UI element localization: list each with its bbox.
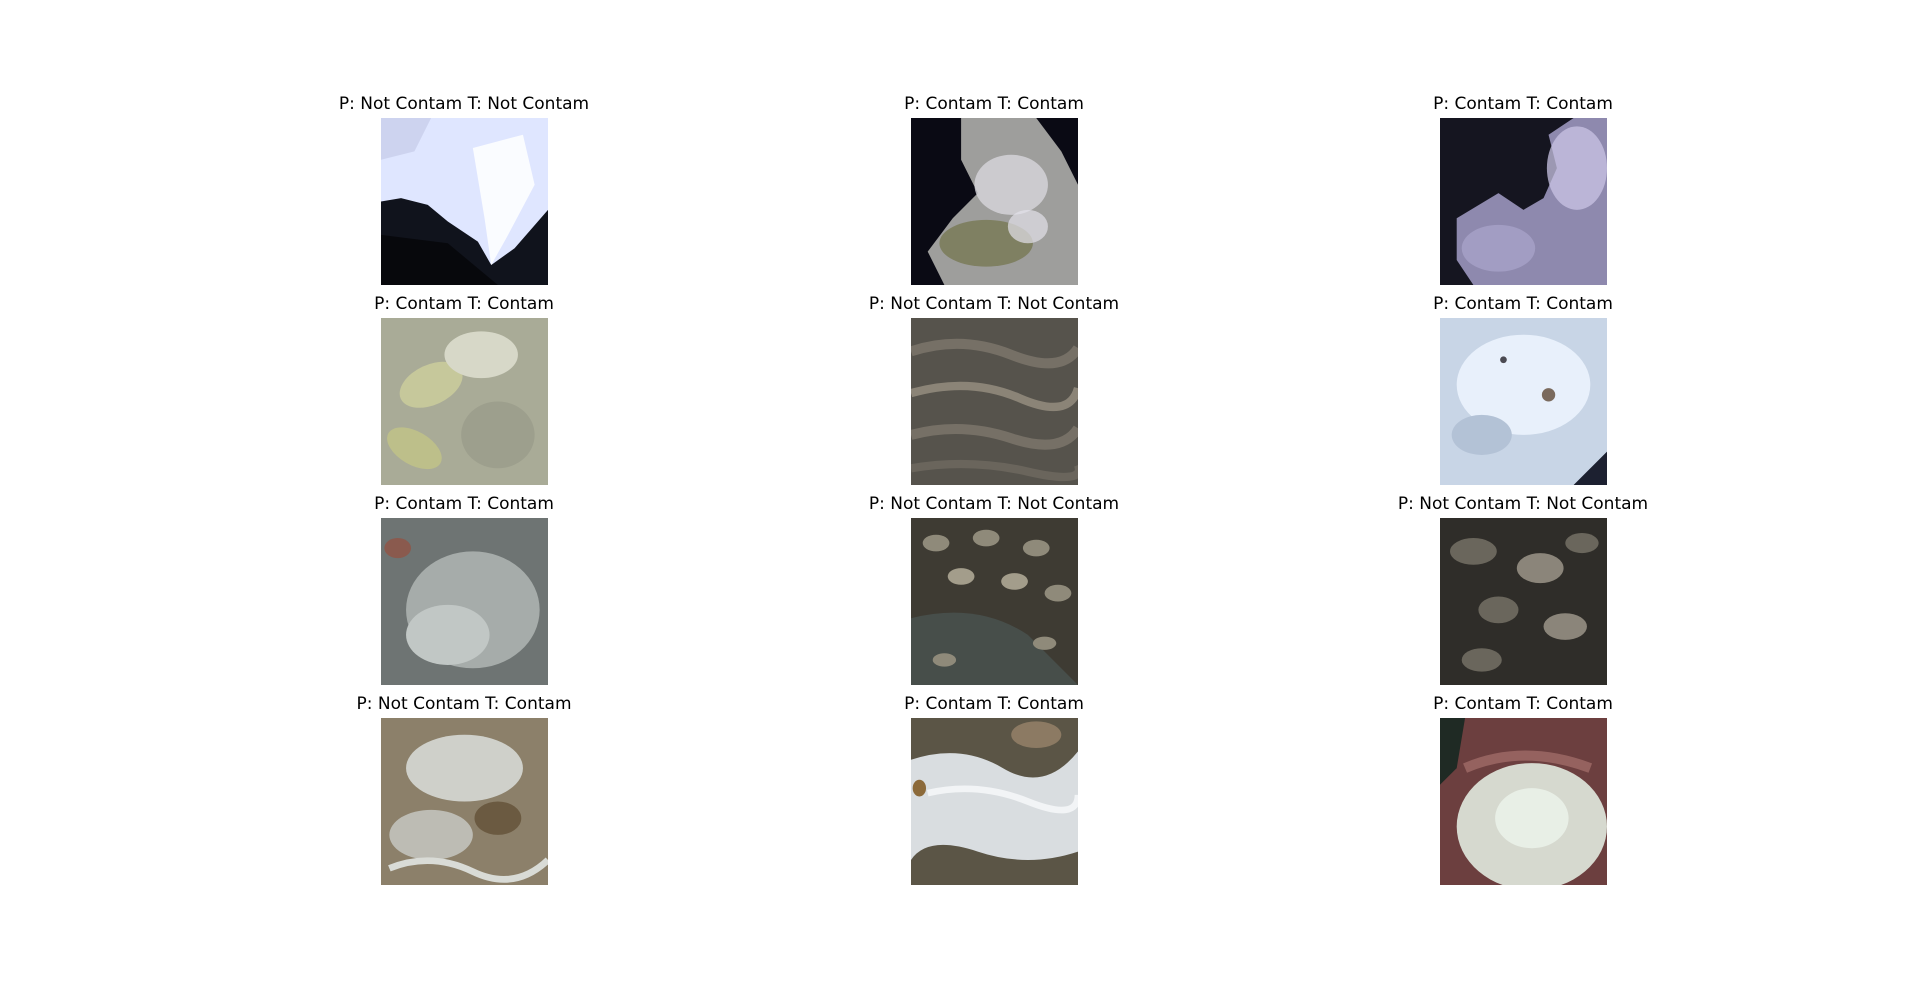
- panel-caption: P: Contam T: Contam: [1433, 694, 1613, 714]
- sample-image: [1440, 718, 1607, 885]
- highlight-region: [444, 331, 518, 379]
- texture-region: [1022, 539, 1050, 557]
- sample-panel-9: P: Not Contam T: Not Contam: [1393, 494, 1653, 694]
- sample-panel-6: P: Contam T: Contam: [1393, 294, 1653, 494]
- texture-region: [388, 857, 548, 883]
- texture-region: [911, 459, 1078, 482]
- texture-region: [1451, 414, 1512, 455]
- sample-image: [1440, 518, 1607, 685]
- panel-caption: P: Not Contam T: Not Contam: [868, 494, 1120, 514]
- sample-image: [1440, 318, 1607, 485]
- panel-caption: P: Contam T: Contam: [374, 494, 554, 514]
- panel-caption: P: Not Contam T: Not Contam: [868, 294, 1120, 314]
- sample-image: [911, 518, 1078, 685]
- contaminant-spot: [1011, 721, 1062, 749]
- texture-region: [911, 381, 1078, 412]
- texture-region: [1478, 596, 1519, 624]
- texture-region: [1044, 584, 1072, 602]
- highlight-region: [472, 134, 535, 265]
- shadow-region: [1440, 718, 1466, 785]
- sample-panel-4: P: Contam T: Contam: [334, 294, 594, 494]
- texture-region: [926, 785, 1078, 814]
- sample-panel-7: P: Contam T: Contam: [334, 494, 594, 694]
- panel-caption: P: Not Contam T: Not Contam: [1397, 494, 1649, 514]
- highlight-region: [406, 604, 490, 665]
- texture-region: [947, 568, 975, 585]
- contaminant-spot: [474, 801, 522, 835]
- sample-panel-12: P: Contam T: Contam: [1393, 694, 1653, 894]
- wool-region: [406, 734, 523, 802]
- highlight-region: [1546, 126, 1607, 210]
- texture-region: [1463, 750, 1593, 773]
- panel-caption: P: Contam T: Contam: [374, 294, 554, 314]
- texture-region: [911, 423, 1078, 450]
- sample-image: [381, 318, 548, 485]
- contaminant-spot: [1541, 388, 1556, 402]
- sample-panel-11: P: Contam T: Contam: [864, 694, 1124, 894]
- sample-panel-1: P: Not Contam T: Not Contam: [334, 94, 594, 294]
- panel-caption: P: Not Contam T: Contam: [356, 694, 572, 714]
- texture-region: [911, 338, 1078, 369]
- contaminant-spot: [384, 538, 412, 559]
- highlight-region: [974, 154, 1048, 215]
- sample-image: [1440, 118, 1607, 285]
- texture-region: [922, 534, 950, 552]
- sample-panel-5: P: Not Contam T: Not Contam: [864, 294, 1124, 494]
- highlight-region: [1495, 788, 1569, 849]
- shadow-region: [461, 401, 535, 469]
- texture-region: [1461, 224, 1536, 272]
- panel-caption: P: Contam T: Contam: [1433, 94, 1613, 114]
- panel-caption: P: Not Contam T: Not Contam: [338, 94, 590, 114]
- texture-region: [1032, 636, 1057, 650]
- contaminant-spot: [1500, 356, 1507, 364]
- texture-region: [389, 809, 473, 860]
- sample-panel-3: P: Contam T: Contam: [1393, 94, 1653, 294]
- texture-region: [1543, 613, 1587, 640]
- texture-region: [1450, 538, 1497, 565]
- texture-region: [932, 653, 957, 667]
- texture-region: [381, 118, 432, 160]
- panel-caption: P: Contam T: Contam: [904, 694, 1084, 714]
- sample-image: [911, 718, 1078, 885]
- texture-region: [1565, 533, 1599, 554]
- panel-caption: P: Contam T: Contam: [1433, 294, 1613, 314]
- sample-image: [381, 518, 548, 685]
- panel-caption: P: Contam T: Contam: [904, 94, 1084, 114]
- sample-panel-10: P: Not Contam T: Contam: [334, 694, 594, 894]
- sample-image: [911, 118, 1078, 285]
- sample-image: [911, 318, 1078, 485]
- contaminant-spot: [912, 779, 927, 797]
- texture-region: [1461, 648, 1502, 672]
- sample-panel-8: P: Not Contam T: Not Contam: [864, 494, 1124, 694]
- highlight-region: [1456, 334, 1591, 435]
- texture-region: [1516, 553, 1564, 584]
- sample-image: [381, 118, 548, 285]
- shadow-region: [911, 612, 1078, 685]
- wool-region: [399, 361, 463, 408]
- sample-image: [381, 718, 548, 885]
- sample-panel-2: P: Contam T: Contam: [864, 94, 1124, 294]
- bright-fleck: [1007, 209, 1048, 244]
- texture-region: [1001, 573, 1028, 590]
- wool-region: [911, 751, 1078, 860]
- texture-region: [387, 427, 442, 470]
- shadow-region: [381, 234, 498, 285]
- shadow-region: [1573, 451, 1607, 485]
- texture-region: [972, 529, 1000, 547]
